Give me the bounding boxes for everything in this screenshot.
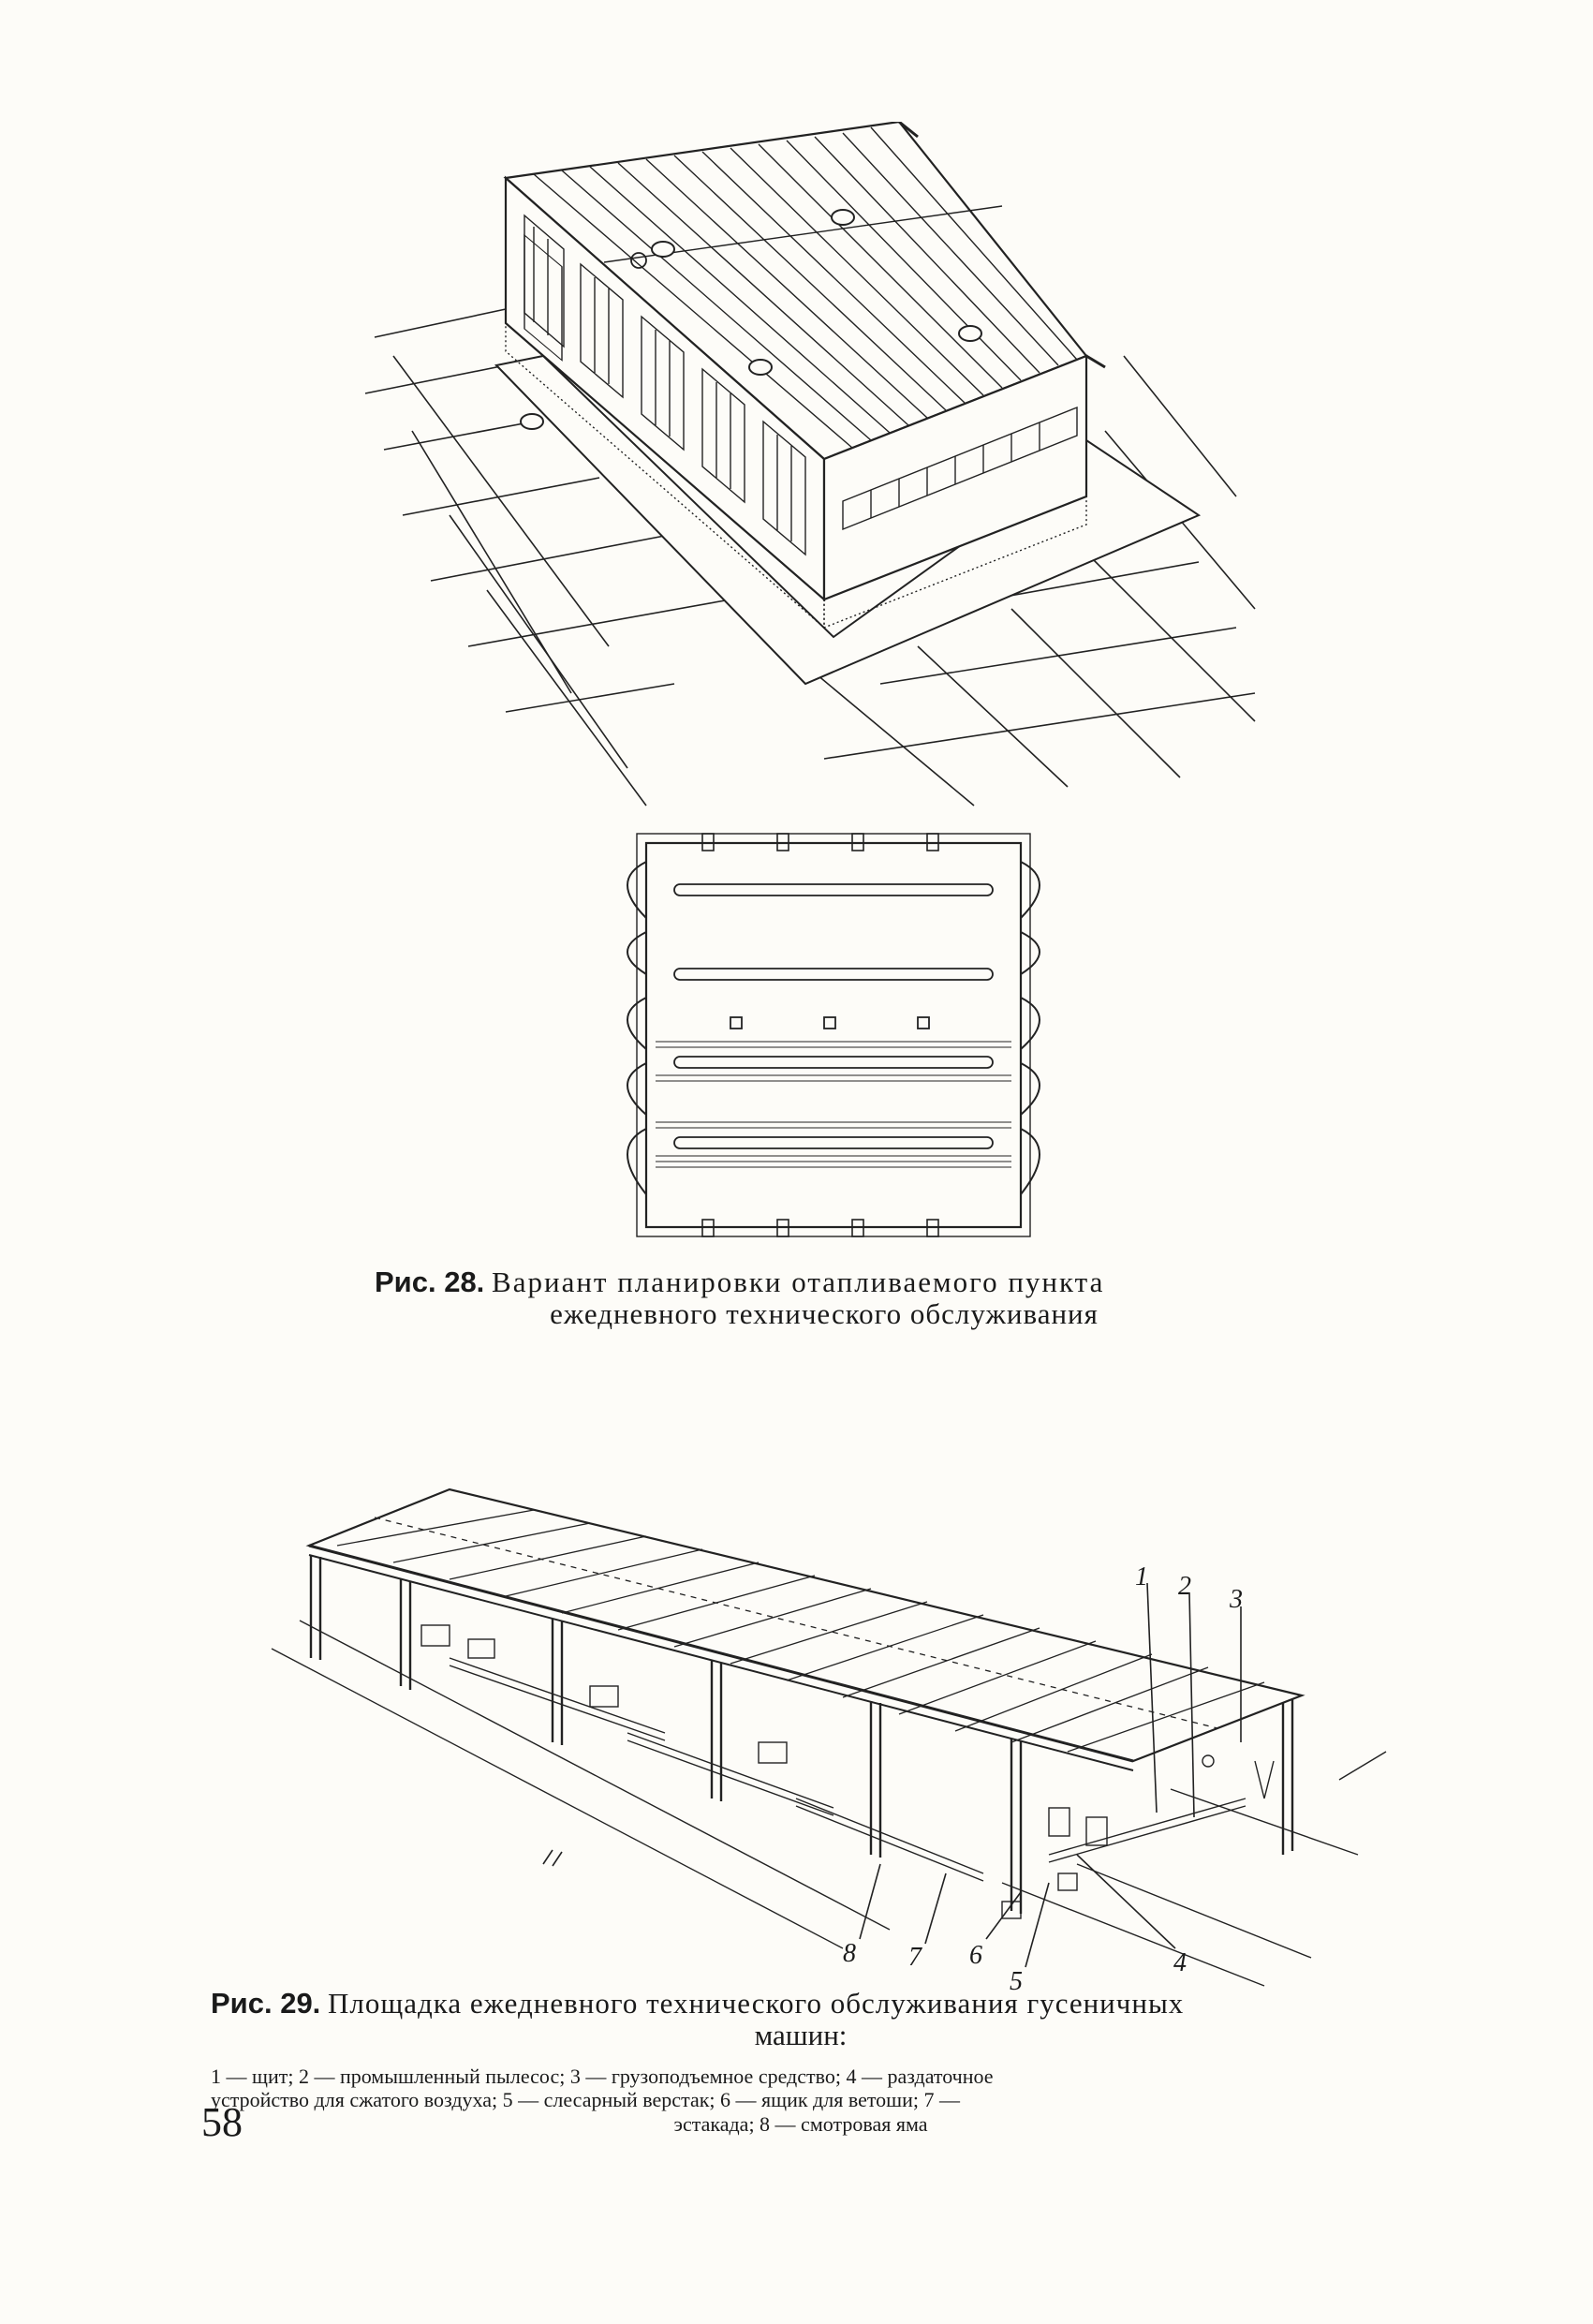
callout-3: 3 (1230, 1585, 1243, 1614)
callout-5: 5 (1010, 1967, 1023, 1996)
inspection-pits (673, 883, 994, 1149)
legend-line-2: устройство для сжатого воздуха; 5 — слес… (211, 2088, 961, 2112)
figure-29-drawing: 1 2 3 4 5 6 7 8 (234, 1461, 1414, 2005)
callout-leaders (859, 1582, 1242, 1968)
figure-28-label: Рис. 28. (375, 1266, 485, 1298)
window-band (842, 406, 1078, 531)
callout-8: 8 (843, 1939, 856, 1968)
hatch-zones (656, 1041, 1011, 1168)
ground-lines (271, 1620, 1387, 1987)
callout-1: 1 (1135, 1562, 1148, 1591)
callout-4: 4 (1173, 1948, 1187, 1977)
roof-ribs (533, 126, 1078, 449)
callout-2: 2 (1178, 1572, 1191, 1601)
legend-line-1: 1 — щит; 2 — промышленный пылесос; 3 — г… (211, 2065, 994, 2088)
legend-line-3: эстакада; 8 — смотровая яма (673, 2111, 928, 2136)
interior-equipment (420, 1624, 1275, 1919)
figure-28-isometric-drawing (356, 122, 1274, 815)
figure-28-caption-line1: Вариант планировки отапливаемого пункта (492, 1266, 1105, 1298)
roof-ribs (336, 1509, 1265, 1753)
figure-29-legend: 1 — щит; 2 — промышленный пылесос; 3 — г… (211, 2065, 1391, 2136)
figure-29-caption-line1: Площадка ежедневного технического обслуж… (328, 1987, 1185, 2020)
callout-7: 7 (908, 1943, 922, 1972)
figure-28-caption: Рис. 28. Вариант планировки отапливаемог… (375, 1266, 1274, 1330)
page-number: 58 (201, 2099, 243, 2145)
figure-28-plan-drawing (590, 824, 1077, 1246)
callout-6: 6 (969, 1941, 982, 1970)
figure-28-caption-line2: ежедневного технического обслуживания (550, 1297, 1099, 1331)
figure-29-caption-line2: машин: (754, 2019, 848, 2052)
figure-29-label: Рис. 29. (211, 1987, 321, 2020)
figure-29-caption: Рис. 29. Площадка ежедневного техническо… (211, 1987, 1391, 2052)
gate-panels (524, 214, 806, 556)
